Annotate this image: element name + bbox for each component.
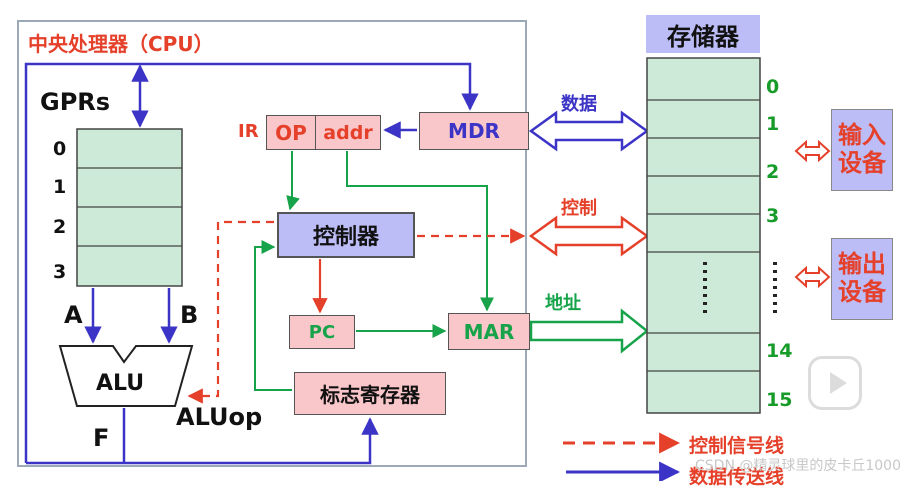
- pc-register: PC: [289, 315, 355, 349]
- gpr-index-1: 1: [53, 176, 67, 198]
- gpr-index-3: 3: [53, 261, 67, 283]
- control-bus-arrow: [528, 215, 650, 257]
- data-bus-arrow: [528, 110, 650, 152]
- internal-lines: [254, 151, 494, 391]
- watermark: CSDN @精灵球里的皮卡丘1000: [695, 458, 901, 474]
- memory-address-14: 14: [766, 340, 793, 362]
- alu-output-f-label: F: [93, 424, 110, 452]
- flags-register: 标志寄存器: [294, 372, 446, 415]
- input-device-arrow: [794, 139, 831, 163]
- gpr-register-file: [76, 128, 183, 287]
- gprs-title: GPRs: [40, 88, 111, 116]
- control-bus-label: 控制: [561, 198, 597, 219]
- mar-register: MAR: [448, 313, 530, 350]
- memory-address-1: 1: [766, 113, 780, 135]
- memory-title: 存储器: [646, 15, 760, 53]
- cpu-frame: [17, 20, 527, 467]
- alu-label: ALU: [96, 371, 145, 396]
- ir-label: IR: [238, 121, 259, 142]
- alu-shape: [58, 345, 194, 407]
- data-bus-lines: [24, 62, 479, 465]
- input-device: 输入设备: [831, 109, 893, 191]
- mdr-register: MDR: [419, 112, 529, 150]
- address-bus-arrow: [529, 308, 650, 354]
- memory-address-3: 3: [766, 205, 780, 227]
- legend-control-label: 控制信号线: [689, 435, 785, 457]
- address-bus-label: 地址: [545, 293, 581, 314]
- ir-op-field: OP: [266, 115, 316, 150]
- data-bus-label: 数据: [561, 94, 597, 115]
- alu-input-b-label: B: [180, 301, 199, 329]
- output-device: 输出设备: [831, 238, 893, 320]
- ir-addr-field: addr: [315, 115, 381, 150]
- output-device-arrow: [794, 265, 831, 289]
- memory-address-0: 0: [766, 76, 780, 98]
- gpr-index-0: 0: [53, 138, 67, 160]
- memory-address-15: 15: [766, 389, 793, 411]
- controller-unit: 控制器: [277, 212, 415, 258]
- control-lines: [187, 220, 526, 404]
- aluop-label: ALUop: [176, 403, 263, 431]
- alu-input-a-label: A: [64, 301, 83, 329]
- cpu-title: 中央处理器（CPU）: [28, 32, 214, 56]
- memory-block: [646, 57, 777, 414]
- play-icon[interactable]: [808, 356, 862, 410]
- gpr-index-2: 2: [53, 216, 67, 238]
- memory-address-2: 2: [766, 161, 780, 183]
